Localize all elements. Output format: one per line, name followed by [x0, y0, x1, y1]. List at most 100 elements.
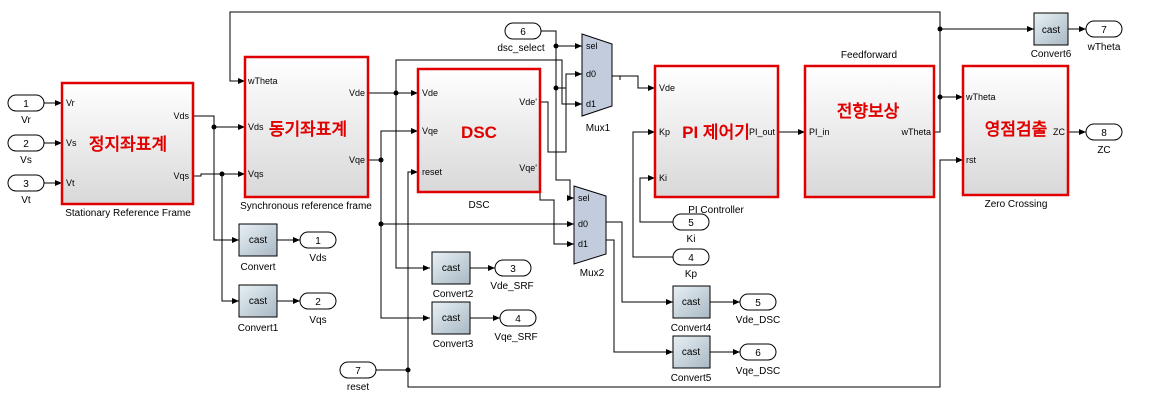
convert5-block[interactable]: cast Convert5 [671, 335, 712, 384]
svg-text:Ki: Ki [659, 173, 667, 183]
svg-text:Synchronous reference frame: Synchronous reference frame [240, 201, 372, 212]
svg-text:Vr: Vr [66, 98, 75, 108]
svg-text:d1: d1 [578, 239, 588, 249]
svg-text:3: 3 [510, 264, 516, 275]
svg-text:1: 1 [315, 236, 321, 247]
svg-text:7: 7 [1101, 25, 1107, 36]
convert6-block[interactable]: cast Convert6 [1031, 12, 1072, 60]
outport-vde-srf[interactable]: 3 Vde_SRF [490, 259, 534, 292]
svg-text:Vqe': Vqe' [519, 163, 537, 173]
svg-text:영점검출: 영점검출 [985, 120, 1048, 139]
svg-text:Vs: Vs [20, 155, 32, 166]
svg-text:Vde_SRF: Vde_SRF [490, 281, 533, 292]
block-feedforward[interactable]: PI_in wTheta 전향보상 Feedforward [803, 50, 936, 199]
inport-ki[interactable]: 5 Ki [672, 213, 710, 245]
svg-text:Vde: Vde [659, 83, 675, 93]
svg-text:sel: sel [586, 41, 598, 51]
convert2-block[interactable]: cast Convert2 [431, 251, 474, 300]
outport-vds[interactable]: 1 Vds [299, 231, 337, 264]
convert-block[interactable]: cast Convert [238, 223, 278, 273]
svg-text:PI Controller: PI Controller [688, 205, 744, 216]
svg-text:전향보상: 전향보상 [837, 101, 900, 121]
convert3-block[interactable]: cast Convert3 [431, 301, 474, 350]
svg-text:wTheta: wTheta [247, 76, 278, 86]
outport-vqe-srf[interactable]: 4 Vqe_SRF [494, 309, 538, 343]
svg-text:Vde: Vde [422, 88, 438, 98]
svg-text:Vs: Vs [66, 138, 77, 148]
svg-text:Vqs: Vqs [248, 169, 264, 179]
svg-text:2: 2 [23, 139, 29, 150]
inport-reset[interactable]: 7 reset [339, 361, 377, 393]
inport-vs[interactable]: 2 Vs [7, 134, 45, 166]
svg-text:2: 2 [315, 297, 321, 308]
inport-kp[interactable]: 4 Kp [672, 248, 710, 280]
inport-dsc-select[interactable]: 6 dsc_select [497, 22, 545, 54]
outport-vde-dsc[interactable]: 5 Vde_DSC [736, 293, 780, 326]
svg-text:4: 4 [515, 314, 521, 325]
svg-text:Convert1: Convert1 [238, 323, 279, 334]
mux1[interactable]: sel d0 d1 Mux1 [581, 33, 613, 134]
block-pi-controller[interactable]: Vde Kp Ki PI_out PI 제어기 PI Controller [653, 64, 780, 216]
svg-text:Vt: Vt [21, 195, 31, 206]
svg-text:DSC: DSC [468, 200, 489, 211]
wires [44, 11, 1086, 388]
svg-text:Vds: Vds [248, 122, 264, 132]
svg-text:5: 5 [688, 218, 694, 229]
outport-wtheta[interactable]: 7 wTheta [1085, 20, 1123, 53]
svg-text:Vqe: Vqe [422, 126, 438, 136]
svg-text:Vqe: Vqe [349, 155, 365, 165]
svg-text:reset: reset [422, 167, 443, 177]
convert1-block[interactable]: cast Convert1 [238, 284, 279, 334]
svg-text:cast: cast [249, 235, 268, 246]
svg-text:Vr: Vr [21, 115, 31, 126]
svg-text:Convert3: Convert3 [433, 339, 474, 350]
convert4-block[interactable]: cast Convert4 [671, 285, 712, 334]
svg-text:1: 1 [23, 99, 29, 110]
svg-text:4: 4 [688, 253, 694, 264]
svg-text:d0: d0 [578, 219, 588, 229]
svg-text:동기좌표계: 동기좌표계 [269, 120, 347, 139]
svg-text:Vqe_SRF: Vqe_SRF [494, 332, 537, 343]
inport-vr[interactable]: 1 Vr [7, 94, 45, 126]
svg-text:6: 6 [520, 27, 526, 38]
svg-text:cast: cast [1042, 25, 1061, 36]
svg-text:wTheta: wTheta [1087, 42, 1121, 53]
svg-text:정지좌표계: 정지좌표계 [89, 135, 167, 154]
svg-text:cast: cast [682, 347, 701, 358]
svg-text:8: 8 [1101, 128, 1107, 139]
block-zero-crossing[interactable]: wTheta rst ZC 영점검출 Zero Crossing [961, 64, 1070, 210]
outport-vqs[interactable]: 2 Vqs [299, 292, 337, 326]
block-synchronous-reference-frame[interactable]: wTheta Vds Vqs Vde Vqe 동기좌표계 Synchronous… [240, 55, 372, 212]
block-dsc[interactable]: Vde Vqe reset Vde' Vqe' DSC DSC [416, 67, 542, 211]
svg-text:Vds: Vds [173, 111, 189, 121]
svg-text:ZC: ZC [1097, 145, 1110, 156]
mux2[interactable]: sel d0 d1 Mux2 [573, 185, 607, 279]
outport-vqe-dsc[interactable]: 6 Vqe_DSC [736, 343, 780, 377]
svg-text:Vds: Vds [309, 253, 326, 264]
svg-text:wTheta: wTheta [965, 92, 996, 102]
svg-text:PI_in: PI_in [809, 127, 830, 137]
svg-text:Vqs: Vqs [173, 171, 189, 181]
svg-text:cast: cast [442, 313, 461, 324]
svg-text:cast: cast [682, 297, 701, 308]
svg-text:d1: d1 [586, 99, 596, 109]
svg-text:Convert4: Convert4 [671, 323, 712, 334]
svg-text:dsc_select: dsc_select [497, 43, 544, 54]
svg-text:Kp: Kp [685, 269, 698, 280]
svg-text:Kp: Kp [659, 127, 670, 137]
junction-dots [211, 26, 943, 373]
inport-vt[interactable]: 3 Vt [7, 174, 45, 206]
svg-text:sel: sel [578, 193, 590, 203]
svg-text:reset: reset [347, 382, 369, 393]
svg-text:Ki: Ki [687, 234, 696, 245]
svg-text:Vqe_DSC: Vqe_DSC [736, 366, 780, 377]
svg-text:Vt: Vt [66, 178, 75, 188]
outport-zc[interactable]: 8 ZC [1085, 123, 1123, 156]
block-stationary-reference-frame[interactable]: Vr Vs Vt Vds Vqs 정지좌표계 Stationary Refere… [60, 81, 195, 219]
svg-text:cast: cast [249, 296, 268, 307]
svg-text:ZC: ZC [1053, 127, 1065, 137]
svg-text:Convert5: Convert5 [671, 373, 712, 384]
svg-text:5: 5 [755, 298, 761, 309]
svg-text:cast: cast [442, 263, 461, 274]
